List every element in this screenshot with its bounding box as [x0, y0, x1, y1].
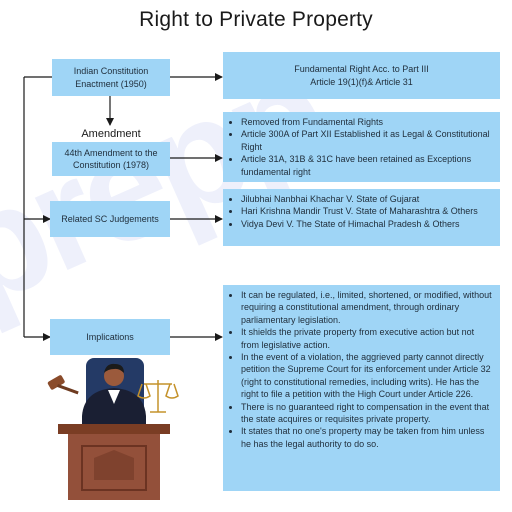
list-item: Vidya Devi V. The State of Himachal Prad…: [241, 218, 494, 230]
amendment-label: Amendment: [81, 128, 141, 140]
list-item: Article 31A, 31B & 31C have been retaine…: [241, 153, 494, 178]
judge-illustration: [47, 358, 179, 500]
list-item: Article 300A of Part XII Established it …: [241, 128, 494, 153]
node-judgements: Jilubhai Nanbhai Khachar V. State of Guj…: [223, 189, 500, 246]
list-item: There is no guaranteed right to compensa…: [241, 401, 494, 426]
node-enactment: Indian Constitution Enactment (1950): [52, 59, 170, 96]
list-item: It can be regulated, i.e., limited, shor…: [241, 289, 494, 326]
node-enactment-label: Indian Constitution Enactment (1950): [73, 66, 149, 89]
list-item: Hari Krishna Mandir Trust V. State of Ma…: [241, 205, 494, 217]
node-sc-judgements: Related SC Judgements: [50, 201, 170, 237]
judge-robe: [82, 388, 146, 428]
list-item: Jilubhai Nanbhai Khachar V. State of Guj…: [241, 193, 494, 205]
node-44th-amendment-label: 44th Amendment to the Constitution (1978…: [64, 147, 158, 170]
fundamental-right-line1: Fundamental Right Acc. to Part III: [294, 64, 429, 75]
list-item: It shields the private property from exe…: [241, 326, 494, 351]
node-implications-detail: It can be regulated, i.e., limited, shor…: [223, 285, 500, 491]
node-implications: Implications: [50, 319, 170, 355]
node-implications-label: Implications: [86, 331, 134, 342]
gavel-icon: [47, 375, 79, 395]
node-fundamental-right: Fundamental Right Acc. to Part III Artic…: [223, 52, 500, 99]
node-sc-judgements-label: Related SC Judgements: [61, 213, 159, 224]
page-title: Right to Private Property: [139, 8, 373, 31]
scales-icon: [137, 380, 179, 413]
list-item: Removed from Fundamental Rights: [241, 116, 494, 128]
judge-head: [104, 366, 124, 386]
node-amendment-effects: Removed from Fundamental Rights Article …: [223, 112, 500, 182]
list-item: In the event of a violation, the aggriev…: [241, 351, 494, 401]
node-44th-amendment: 44th Amendment to the Constitution (1978…: [52, 142, 170, 176]
list-item: It states that no one's property may be …: [241, 425, 494, 450]
fundamental-right-line2: Article 19(1)(f)& Article 31: [310, 76, 413, 87]
desk-top: [58, 424, 170, 434]
